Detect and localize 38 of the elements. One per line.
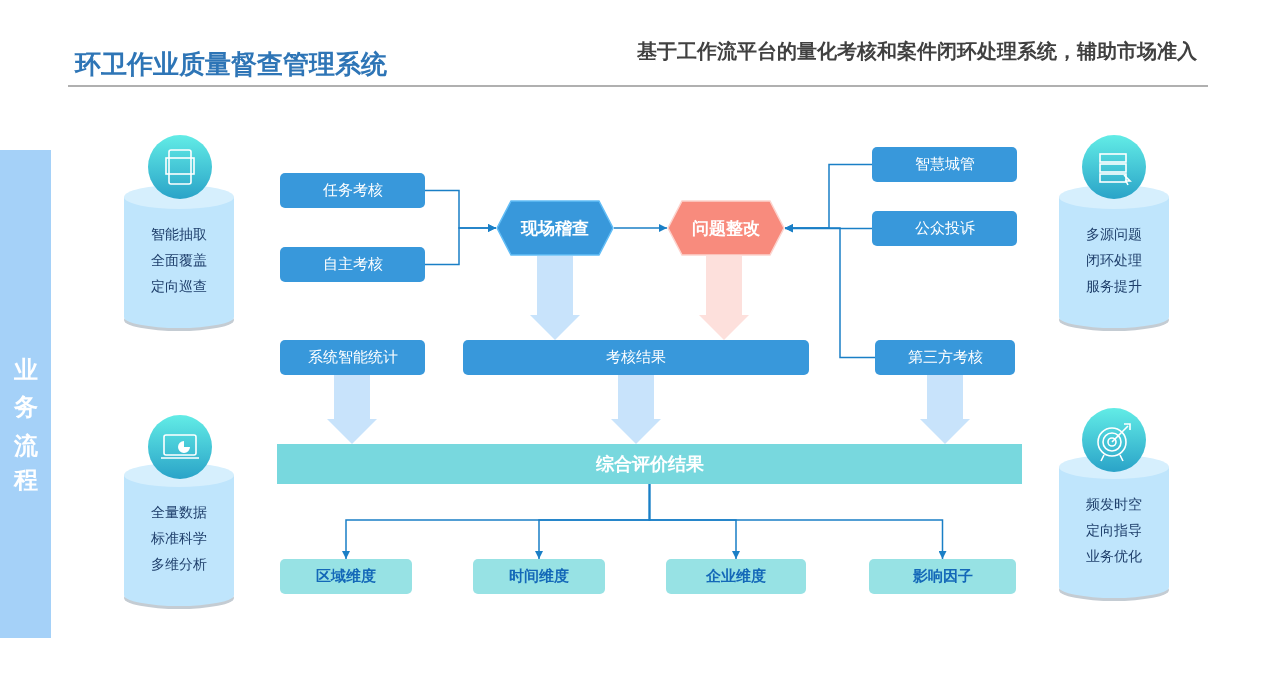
dimension-box: 区域维度	[280, 559, 412, 594]
subtitle: 基于工作流平台的量化考核和案件闭环处理系统，辅助市场准入	[637, 38, 1197, 65]
cylinder-text: 服务提升	[1086, 277, 1142, 296]
cylinder-text: 多源问题	[1086, 225, 1142, 244]
process-box: 考核结果	[463, 340, 809, 375]
hexagon-step: 现场稽查	[496, 200, 614, 256]
process-box: 智慧城管	[872, 147, 1017, 182]
cylinder-text: 全量数据	[151, 503, 207, 522]
hexagon-step: 问题整改	[667, 200, 785, 256]
process-box: 公众投诉	[872, 211, 1017, 246]
cylinder-text: 业务优化	[1086, 547, 1142, 566]
block-arrow	[699, 256, 749, 340]
dimension-box: 企业维度	[666, 559, 806, 594]
arrow	[613, 224, 668, 232]
process-box: 自主考核	[280, 247, 425, 282]
cylinder-text: 多维分析	[151, 555, 207, 574]
title: 环卫作业质量督查管理系统	[75, 48, 387, 81]
cylinder-text: 频发时空	[1086, 495, 1142, 514]
dimension-box: 影响因子	[869, 559, 1016, 594]
block-arrow	[920, 375, 970, 444]
process-box: 任务考核	[280, 173, 425, 208]
cylinder-text: 标准科学	[151, 529, 207, 548]
cylinder-text: 定向巡查	[151, 277, 207, 296]
side-band: 业务流程	[0, 150, 51, 638]
block-arrow	[530, 256, 580, 340]
process-box: 系统智能统计	[280, 340, 425, 375]
process-box: 第三方考核	[875, 340, 1015, 375]
block-arrow	[611, 375, 661, 444]
cylinder-text: 智能抽取	[151, 225, 207, 244]
result-bar: 综合评价结果	[277, 444, 1022, 484]
cylinder-text: 定向指导	[1086, 521, 1142, 540]
dimension-box: 时间维度	[473, 559, 605, 594]
cylinder-text: 全面覆盖	[151, 251, 207, 270]
block-arrow	[327, 375, 377, 444]
cylinder-text: 闭环处理	[1086, 251, 1142, 270]
arrow	[424, 224, 497, 266]
arrow	[784, 224, 876, 359]
arrow	[648, 483, 947, 560]
